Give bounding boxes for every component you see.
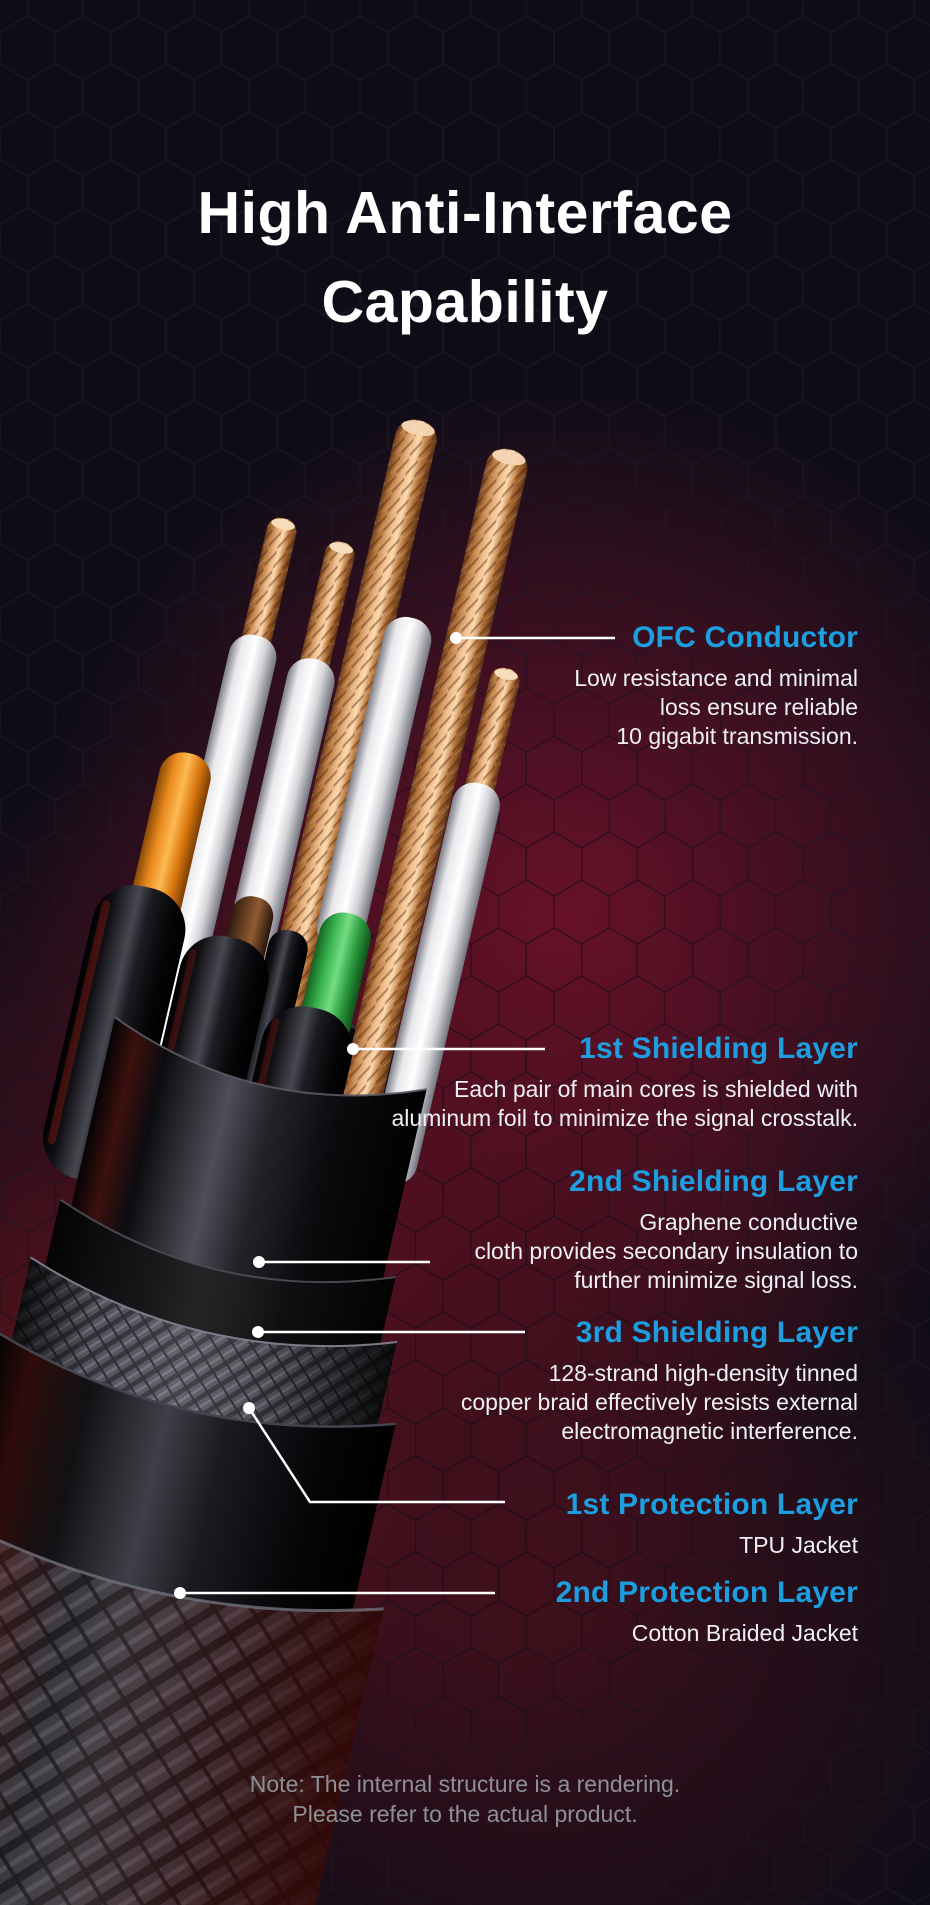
callout-desc-line: loss ensure reliable: [659, 694, 858, 720]
note-line-1: Note: The internal structure is a render…: [249, 1771, 681, 1797]
note-line-2: Please refer to the actual product.: [292, 1801, 638, 1827]
layer-cotton-jacket: [0, 1501, 384, 1905]
title-line-2: Capability: [321, 269, 609, 335]
callout-line-protect1: [247, 1407, 505, 1504]
callout-heading: 3rd Shielding Layer: [575, 1316, 858, 1349]
callout-desc-line: Each pair of main cores is shielded with: [454, 1076, 858, 1102]
title-line-1: High Anti-Interface: [197, 180, 733, 246]
callout-desc-line: aluminum foil to minimize the signal cro…: [391, 1105, 858, 1131]
callout-desc-line: Graphene conductive: [639, 1209, 858, 1235]
callout-lines: [174, 632, 615, 1599]
callout-desc-line: Low resistance and minimal: [574, 665, 858, 691]
callout-3rd-shielding: 3rd Shielding Layer 128-strand high-dens…: [461, 1313, 858, 1446]
callout-2nd-protection: 2nd Protection Layer Cotton Braided Jack…: [556, 1573, 858, 1648]
callout-desc-line: copper braid effectively resists externa…: [460, 1389, 858, 1415]
callout-desc-line: TPU Jacket: [739, 1532, 858, 1558]
callout-1st-shielding: 1st Shielding Layer Each pair of main co…: [391, 1029, 858, 1133]
callout-1st-protection: 1st Protection Layer TPU Jacket: [566, 1485, 858, 1560]
callout-heading: 1st Shielding Layer: [579, 1032, 858, 1065]
white-core-wire: [369, 667, 520, 1185]
callout-2nd-shielding: 2nd Shielding Layer Graphene conductive …: [474, 1162, 858, 1295]
callout-heading: 2nd Protection Layer: [555, 1576, 858, 1609]
callout-heading: 1st Protection Layer: [565, 1488, 858, 1521]
callout-desc-line: Cotton Braided Jacket: [631, 1620, 858, 1646]
wires: [43, 419, 528, 1264]
layer-foil-shield: [65, 1016, 427, 1306]
disclaimer-note: Note: The internal structure is a render…: [0, 1769, 930, 1829]
callout-desc-line: further minimize signal loss.: [574, 1267, 858, 1293]
white-core-wire: [316, 616, 432, 951]
callout-heading: 2nd Shielding Layer: [569, 1165, 858, 1198]
callout-desc-line: cloth provides secondary insulation to: [474, 1238, 858, 1264]
cable: [0, 419, 528, 1905]
page-title: High Anti-Interface Capability: [0, 169, 930, 347]
bare-copper-strand: [332, 448, 528, 1153]
callout-desc-line: 10 gigabit transmission.: [616, 723, 858, 749]
callout-desc-line: electromagnetic interference.: [561, 1418, 858, 1444]
callout-desc-line: 128-strand high-density tinned: [548, 1360, 858, 1386]
callout-ofc-conductor: OFC Conductor Low resistance and minimal…: [574, 618, 858, 751]
callout-heading: OFC Conductor: [632, 621, 858, 654]
red-rim-light: [0, 1023, 393, 1905]
